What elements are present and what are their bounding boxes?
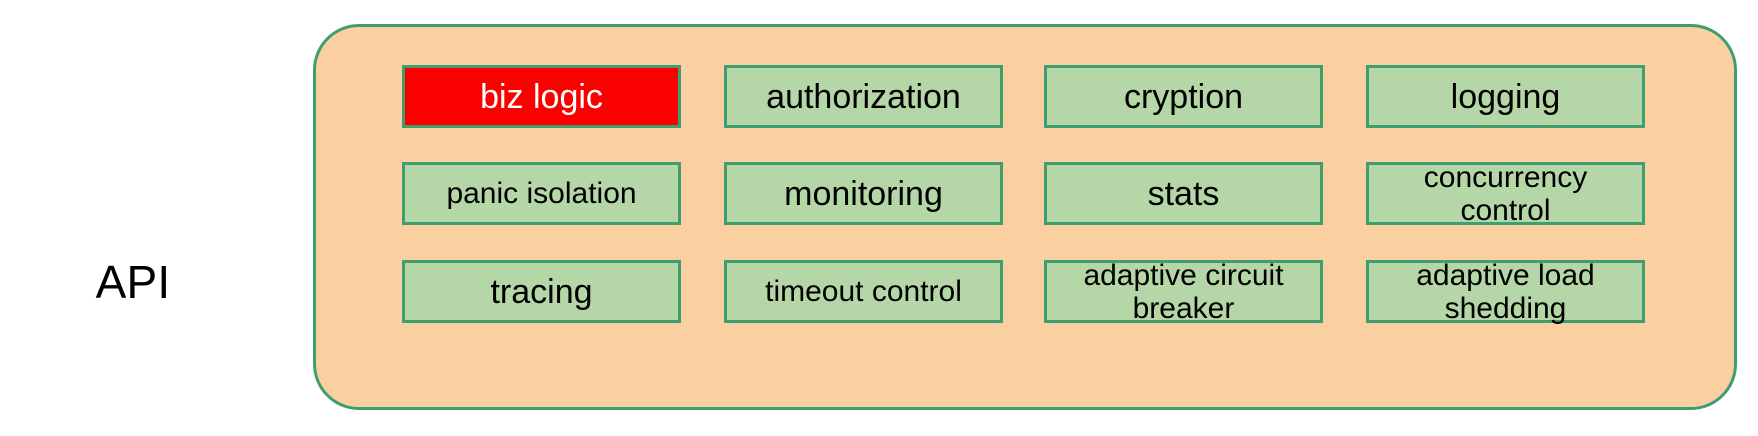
middleware-box-label: tracing bbox=[490, 272, 593, 311]
middleware-box-cryption[interactable]: cryption bbox=[1044, 65, 1323, 128]
middleware-box-label: adaptive load shedding bbox=[1416, 258, 1595, 325]
middleware-box-panic-isolation[interactable]: panic isolation bbox=[402, 162, 681, 225]
api-gateway-label-line-1: API bbox=[95, 256, 171, 308]
middleware-box-label: authorization bbox=[766, 77, 961, 116]
middleware-box-label: stats bbox=[1147, 174, 1220, 213]
middleware-box-tracing[interactable]: tracing bbox=[402, 260, 681, 323]
middleware-box-biz-logic[interactable]: biz logic bbox=[402, 65, 681, 128]
middleware-box-label: timeout control bbox=[765, 274, 962, 308]
middleware-box-label: concurrency control bbox=[1423, 160, 1588, 227]
middleware-box-label: biz logic bbox=[480, 77, 603, 116]
middleware-box-adaptive-circuit-breaker[interactable]: adaptive circuit breaker bbox=[1044, 258, 1323, 325]
middleware-box-timeout-control[interactable]: timeout control bbox=[724, 260, 1003, 323]
middleware-box-logging[interactable]: logging bbox=[1366, 65, 1645, 128]
api-gateway-label-line-2: Gateway bbox=[8, 425, 258, 436]
middleware-box-label: cryption bbox=[1123, 77, 1244, 116]
middleware-grid: biz logic authorization cryption logging pan… bbox=[402, 65, 1645, 325]
middleware-box-concurrency-control[interactable]: concurrency control bbox=[1366, 160, 1645, 227]
middleware-box-label: panic isolation bbox=[446, 176, 637, 210]
middleware-box-authorization[interactable]: authorization bbox=[724, 65, 1003, 128]
middleware-box-label: adaptive circuit breaker bbox=[1083, 258, 1284, 325]
middleware-box-label: logging bbox=[1450, 77, 1561, 116]
middleware-box-monitoring[interactable]: monitoring bbox=[724, 162, 1003, 225]
api-gateway-label: API Gateway bbox=[8, 140, 258, 436]
middleware-box-label: monitoring bbox=[784, 174, 943, 213]
middleware-box-adaptive-load-shedding[interactable]: adaptive load shedding bbox=[1366, 258, 1645, 325]
middleware-box-stats[interactable]: stats bbox=[1044, 162, 1323, 225]
